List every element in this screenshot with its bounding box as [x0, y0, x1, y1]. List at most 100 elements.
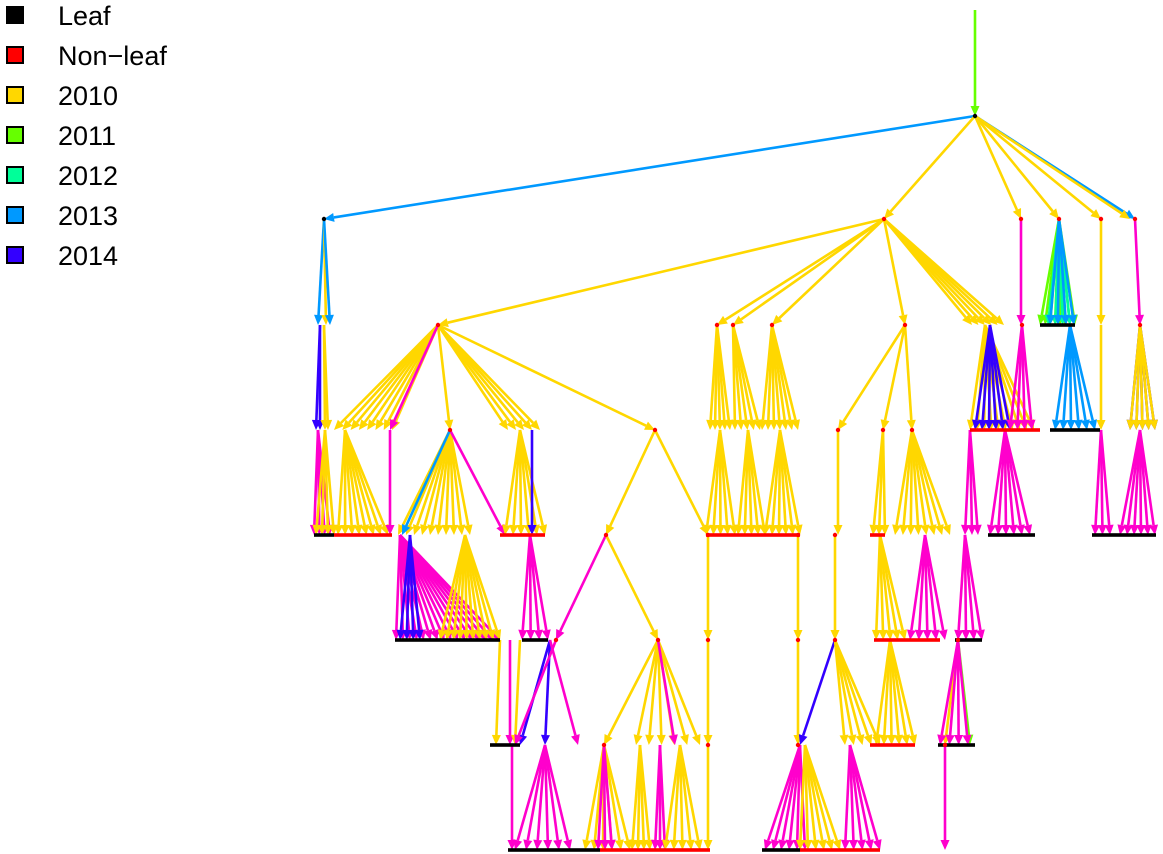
tree-edge-60 [842, 324, 907, 423]
tree-node-4 [1018, 216, 1024, 222]
tree-edge-261 [548, 639, 577, 736]
leaf-bar-12 [490, 743, 520, 747]
tree-edge-arrowhead-1 [970, 106, 980, 116]
leaf-bar-6 [988, 533, 1035, 537]
tree-edge-238 [604, 534, 655, 632]
tree-node-23 [832, 532, 838, 538]
legend-swatch-non-leaf [6, 46, 24, 64]
tree-edge-arrowhead-134 [380, 524, 389, 535]
tree-edge-arrowhead-310 [644, 839, 654, 850]
tree-edge-166 [746, 429, 765, 526]
tree-edge-arrowhead-29 [350, 419, 361, 430]
tree-node-16 [652, 427, 658, 433]
leaf-bar-7 [1092, 533, 1156, 537]
tree-edge-arrowhead-145 [463, 524, 473, 535]
tree-edge-237 [559, 534, 608, 632]
tree-edge-arrowhead-77 [997, 419, 1007, 430]
leaf-bar-18 [800, 848, 880, 852]
tree-edge-arrowhead-219 [396, 629, 406, 640]
tree-edge-arrowhead-36 [498, 419, 508, 430]
tree-node-25 [655, 637, 661, 643]
tree-edge-105 [1068, 324, 1094, 421]
tree-edge-arrowhead-74 [978, 419, 988, 430]
tree-edge-99 [1057, 218, 1074, 316]
tree-edge-arrowhead-108 [1135, 314, 1145, 325]
tree-edge-arrowhead-209 [429, 629, 439, 640]
tree-edge-arrowhead-104 [1080, 419, 1090, 430]
tree-edge-52 [731, 324, 759, 421]
tree-edge-251 [923, 534, 945, 631]
tree-edge-arrowhead-167 [761, 524, 771, 535]
tree-edge-arrowhead-198 [1123, 524, 1133, 535]
tree-edge-266 [656, 639, 663, 736]
tree-edge-arrowhead-155 [606, 524, 615, 535]
tree-edge-292 [516, 744, 547, 841]
leaf-bars [314, 323, 1156, 852]
tree-edge-287 [940, 639, 960, 736]
leaf-bar-10 [874, 638, 940, 642]
legend-label-2012: 2012 [58, 161, 119, 191]
tree-edge-arrowhead-193 [1023, 524, 1033, 535]
tree-edge-arrowhead-304 [594, 839, 604, 850]
tree-edge-arrowhead-133 [373, 524, 382, 535]
tree-edge-arrowhead-249 [922, 629, 932, 640]
leaf-bar-13 [870, 743, 915, 747]
tree-edge-arrowhead-287 [937, 734, 947, 745]
legend-item-2013: 2013 [6, 200, 226, 240]
tree-edge-arrowhead-331 [832, 839, 842, 850]
legend-label-2011: 2011 [58, 121, 117, 151]
tree-edge-arrowhead-194 [1091, 524, 1101, 535]
tree-edge-269 [656, 639, 698, 737]
tree-edge-arrowhead-221 [408, 629, 418, 640]
tree-edge-arrowhead-202 [1149, 524, 1159, 535]
tree-edge-294 [536, 744, 547, 841]
tree-edge-arrowhead-149 [509, 524, 519, 535]
leaf-bar-3 [500, 533, 545, 537]
tree-edge-arrowhead-253 [961, 629, 971, 640]
tree-edge-arrowhead-169 [774, 524, 784, 535]
tree-edge-arrowhead-293 [523, 839, 533, 850]
tree-edge-arrowhead-281 [886, 734, 896, 745]
tree-edge-arrowhead-8 [1119, 209, 1130, 219]
tree-edge-22 [883, 218, 998, 320]
tree-node-24 [553, 637, 559, 643]
leaf-bar-9 [522, 638, 548, 642]
tree-edge-arrowhead-191 [1008, 524, 1018, 535]
tree-edge-arrowhead-42 [390, 419, 399, 430]
tree-edge-arrowhead-132 [366, 524, 376, 535]
tree-edge-arrowhead-135 [385, 525, 395, 535]
leaf-bar-17 [762, 848, 800, 852]
tree-edge-arrowhead-266 [656, 734, 666, 745]
tree-edge-arrowhead-60 [838, 419, 848, 430]
tree-edge-arrowhead-170 [780, 524, 790, 535]
tree-edge-303 [602, 744, 629, 841]
tree-edge-arrowhead-274 [839, 734, 849, 745]
tree-edge-arrowhead-192 [1015, 524, 1025, 535]
legend-swatch-2011 [6, 126, 24, 144]
tree-node-19 [909, 427, 915, 433]
tree-edge-289 [956, 639, 960, 736]
tree-node-28 [832, 637, 838, 643]
tree-edge-298 [585, 744, 606, 841]
tree-edge-arrowhead-4 [1012, 208, 1022, 219]
tree-node-6 [1098, 216, 1104, 222]
tree-edge-258 [514, 639, 522, 736]
tree-edge-arrowhead-199 [1130, 524, 1140, 535]
tree-edge-arrowhead-256 [491, 734, 501, 745]
tree-edge-arrowhead-190 [1001, 524, 1011, 535]
tree-edge-265 [648, 639, 660, 736]
tree-edge-arrowhead-101 [1059, 419, 1069, 430]
tree-edge-14 [740, 217, 885, 321]
tree-edge-315 [673, 744, 682, 841]
tree-edge-arrowhead-322 [778, 839, 788, 850]
tree-edge-arrowhead-268 [680, 734, 689, 745]
tree-edge-arrowhead-183 [935, 524, 944, 535]
tree-edge-arrowhead-280 [879, 734, 889, 745]
tree-edge-arrowhead-83 [1016, 315, 1026, 325]
tree-edge-234 [528, 534, 532, 631]
legend-item-2014: 2014 [6, 240, 226, 280]
tree-edge-arrowhead-142 [441, 524, 451, 535]
tree-edge-arrowhead-296 [553, 839, 563, 850]
tree-edge-arrowhead-141 [434, 524, 444, 535]
tree-edge-arrowhead-179 [906, 524, 916, 535]
